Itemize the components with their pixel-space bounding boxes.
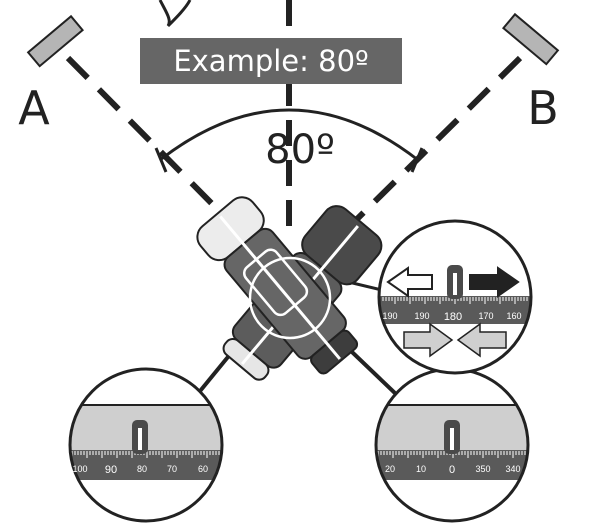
scale-right-label-1: 10 [416, 464, 426, 474]
scale-left-label-1: 90 [105, 464, 117, 476]
scale-right-label-3: 350 [475, 464, 490, 474]
dashed-line-a [65, 55, 235, 227]
marker-b-icon [501, 12, 560, 66]
marker-a-label: A [18, 81, 50, 135]
arrow-right-solid-icon [469, 266, 520, 298]
arrow-left-outline-icon [386, 266, 433, 298]
magnifier-inset: 190 190 180 170 160 [377, 219, 533, 375]
angle-arc [159, 108, 419, 162]
scale-right-label-0: 20 [385, 464, 395, 474]
scale-inset-label-2: 180 [444, 311, 462, 323]
scale-left-label-2: 80 [137, 464, 147, 474]
angle-label: 80º [265, 127, 335, 173]
example-banner-bg [140, 38, 402, 84]
scale-left-label-4: 60 [198, 464, 208, 474]
arrow-converge-right-icon [456, 322, 507, 358]
scale-inset-label-3: 170 [478, 311, 493, 321]
scale-inset-label-4: 160 [506, 311, 521, 321]
marker-b-label: B [527, 81, 559, 135]
magnifier-left: 100 90 80 70 60 [68, 367, 224, 523]
example-banner-text: Example: 80º [173, 44, 368, 78]
scale-right-label-2: 0 [449, 464, 455, 476]
arrow-converge-left-icon [403, 322, 454, 358]
tool-a [196, 196, 359, 375]
scale-inset-label-1: 190 [414, 311, 429, 321]
dashed-line-b [349, 55, 523, 227]
scale-left-label-0: 100 [72, 464, 87, 474]
leader-left [194, 350, 234, 398]
partial-shape [158, 0, 192, 28]
tool-center-ring [248, 256, 332, 340]
marker-a-icon [26, 14, 85, 68]
scale-inset-label-0: 190 [382, 311, 397, 321]
scale-right-label-4: 340 [505, 464, 520, 474]
leader-right [350, 350, 400, 398]
scale-left-label-3: 70 [167, 464, 177, 474]
arc-tick-left [154, 147, 168, 173]
